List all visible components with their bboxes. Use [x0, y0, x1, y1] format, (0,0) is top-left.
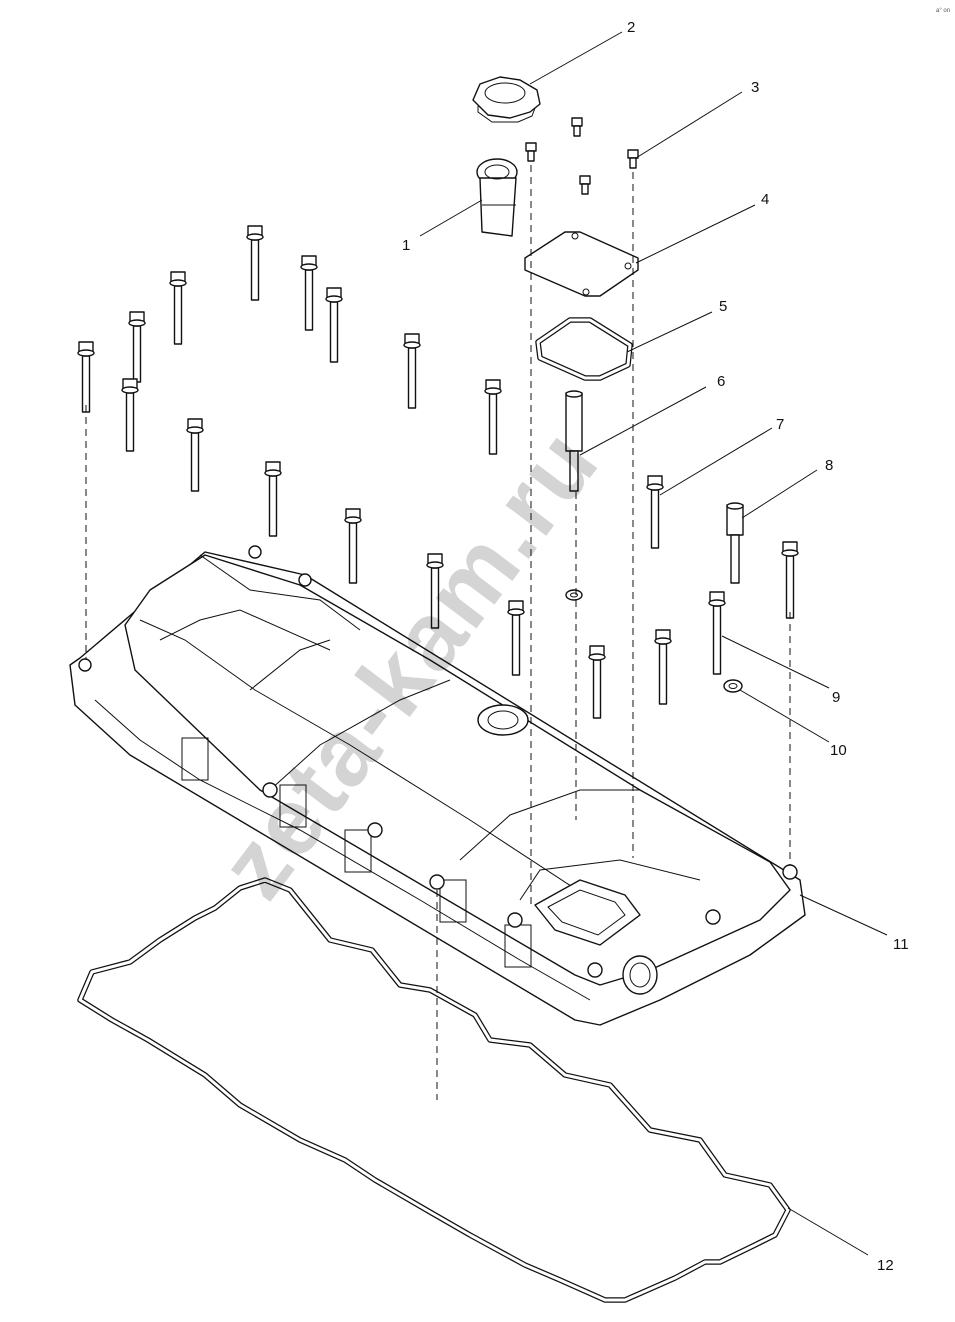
corner-mark: a° on — [936, 8, 950, 14]
flange-bolt — [325, 287, 343, 363]
flange-bolt — [246, 225, 264, 301]
washers — [565, 589, 743, 693]
flange-bolt — [169, 271, 187, 345]
callout-labels: 1 2 3 4 5 6 7 8 9 10 11 12 — [402, 19, 909, 1274]
flange-bolt — [426, 553, 444, 629]
flange-bolts — [77, 225, 799, 719]
breather-cover-plate — [524, 231, 639, 297]
flange-bolt — [77, 341, 95, 413]
flange-bolt — [507, 600, 525, 676]
callout-3: 3 — [751, 79, 759, 96]
oil-filler-cap — [472, 76, 541, 123]
alignment-lines — [85, 165, 791, 1100]
spacer-bolt-8 — [726, 502, 744, 584]
flange-bolt — [654, 629, 672, 705]
flange-bolt — [484, 379, 502, 455]
callout-9: 9 — [832, 689, 840, 706]
callout-8: 8 — [825, 457, 833, 474]
oil-filler-neck — [476, 158, 518, 237]
flange-bolt — [300, 255, 318, 331]
flange-bolt — [646, 475, 664, 549]
flange-bolt — [128, 311, 146, 383]
valve-cover-gasket — [77, 877, 791, 1303]
callout-12: 12 — [877, 1257, 894, 1274]
callout-5: 5 — [719, 298, 727, 315]
flange-bolt — [588, 645, 606, 719]
flange-bolt — [403, 333, 421, 409]
callout-6: 6 — [717, 373, 725, 390]
flange-bolt — [121, 378, 139, 452]
flange-bolt — [781, 541, 799, 619]
leader-lines — [419, 31, 888, 1256]
callout-11: 11 — [893, 936, 909, 953]
callout-4: 4 — [761, 191, 769, 208]
cover-plate-seal — [535, 317, 633, 381]
callout-10: 10 — [830, 742, 847, 759]
spacer-bolt-6 — [565, 390, 583, 492]
callout-7: 7 — [776, 416, 784, 433]
flange-bolt — [344, 508, 362, 584]
callout-1: 1 — [402, 237, 410, 254]
cover-screws — [525, 117, 639, 195]
valve-cover — [69, 545, 806, 1026]
flange-bolt — [264, 461, 282, 537]
flange-bolt — [186, 418, 204, 492]
callout-2: 2 — [627, 19, 635, 36]
flange-bolt — [708, 591, 726, 675]
